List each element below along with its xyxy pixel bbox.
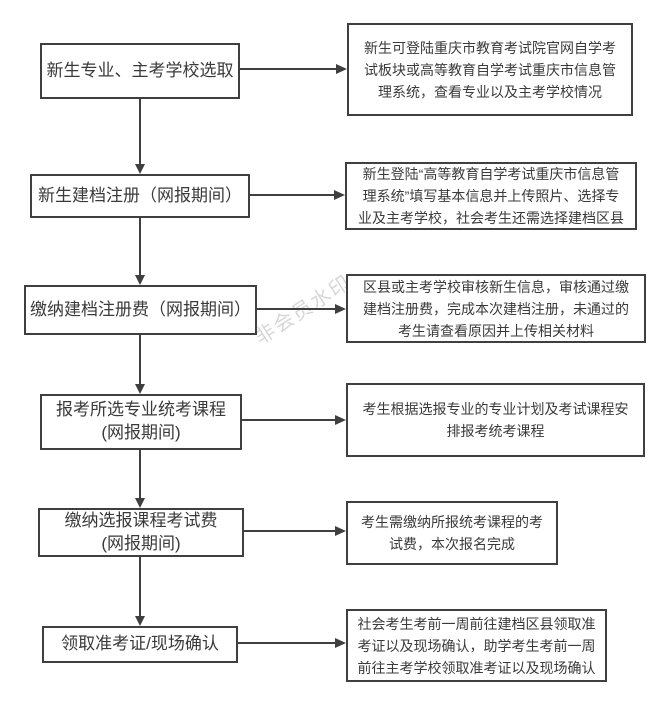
- step-label-5: 缴纳选报课程考试费 (网报期间): [64, 510, 218, 553]
- description-text-5: 考生需缴纳所报统考课程的考试费，本次报名完成: [361, 514, 543, 552]
- step-label-3: 缴纳建档注册费（网报期间）: [30, 299, 251, 319]
- step-label-6: 领取准考证/现场确认: [61, 634, 219, 654]
- step-label-2: 新生建档注册（网报期间）: [38, 185, 242, 205]
- arrow-right-icon: [244, 526, 346, 536]
- arrow-down-icon: [135, 450, 145, 508]
- description-box-1: 新生可登陆重庆市教育考试院官网自学考试板块或高等教育自学考试重庆市信息管理系统，…: [347, 23, 633, 116]
- arrow-right-icon: [240, 64, 347, 74]
- arrow-right-icon: [242, 415, 346, 425]
- arrow-right-icon: [238, 638, 346, 648]
- description-text-6: 社会考生考前一周前往建档区县领取准考证以及现场确认，助学考生考前一周前往主考学校…: [357, 615, 596, 676]
- description-box-3: 区县或主考学校审核新生信息，审核通过缴建档注册费，完成本次建档注册，未通过的考生…: [346, 274, 646, 343]
- arrow-down-icon: [135, 99, 145, 174]
- description-text-2: 新生登陆“高等教育自学考试重庆市信息管理系统”填写基本信息并上传照片、选择专业及…: [358, 166, 624, 226]
- step-label-1: 新生专业、主考学校选取: [46, 60, 234, 80]
- description-box-6: 社会考生考前一周前往建档区县领取准考证以及现场确认，助学考生考前一周前往主考学校…: [346, 609, 607, 682]
- step-box-2: 新生建档注册（网报期间）: [30, 174, 250, 218]
- step-box-3: 缴纳建档注册费（网报期间）: [24, 285, 257, 335]
- step-box-1: 新生专业、主考学校选取: [40, 43, 240, 99]
- arrow-right-icon: [257, 304, 346, 314]
- description-text-4: 考生根据选报专业的专业计划及考试课程安排报考统考课程: [362, 401, 629, 439]
- arrow-down-icon: [135, 218, 145, 285]
- step-box-5: 缴纳选报课程考试费 (网报期间): [38, 508, 244, 557]
- description-box-5: 考生需缴纳所报统考课程的考试费，本次报名完成: [346, 501, 558, 565]
- step-box-6: 领取准考证/现场确认: [42, 626, 238, 663]
- description-box-2: 新生登陆“高等教育自学考试重庆市信息管理系统”填写基本信息并上传照片、选择专业及…: [345, 162, 637, 230]
- step-label-4: 报考所选专业统考课程 (网报期间): [56, 400, 226, 442]
- description-text-3: 区县或主考学校审核新生信息，审核通过缴建档注册费，完成本次建档注册，未通过的考生…: [363, 278, 629, 339]
- arrow-down-icon: [135, 557, 145, 626]
- description-text-1: 新生可登陆重庆市教育考试院官网自学考试板块或高等教育自学考试重庆市信息管理系统，…: [364, 39, 616, 100]
- description-box-4: 考生根据选报专业的专业计划及考试课程安排报考统考课程: [346, 383, 645, 457]
- arrow-right-icon: [250, 190, 345, 200]
- step-box-4: 报考所选专业统考课程 (网报期间): [40, 394, 242, 450]
- arrow-down-icon: [135, 335, 145, 394]
